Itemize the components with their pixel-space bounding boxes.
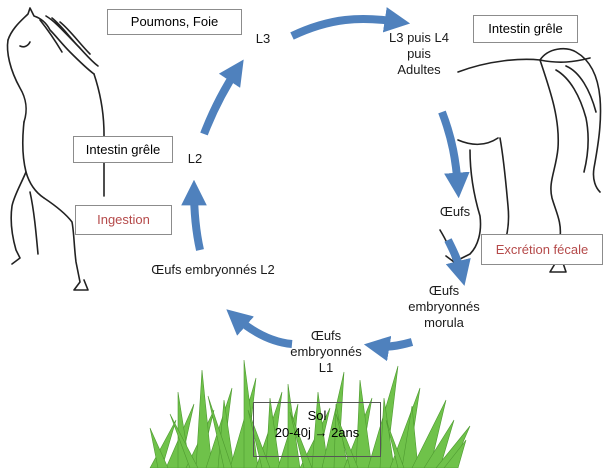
arrow-l2-to-l3 bbox=[204, 68, 238, 134]
box-sol: Sol 20-40j → 2ans bbox=[253, 402, 381, 457]
arrow-morula-to-l1 bbox=[374, 342, 412, 347]
label-oeufs-morula: Œufs embryonnés morula bbox=[402, 283, 486, 331]
label-morula-line2: embryonnés bbox=[402, 299, 486, 315]
label-oeufs: Œufs bbox=[430, 204, 480, 220]
label-morula-line3: morula bbox=[402, 315, 486, 331]
label-morula-line1: Œufs bbox=[402, 283, 486, 299]
label-l2: L2 bbox=[180, 151, 210, 167]
sol-duration: 20-40j → 2ans bbox=[254, 424, 380, 441]
label-oeufs-l1: Œufs embryonnés L1 bbox=[284, 328, 368, 376]
box-intestin-grele-left: Intestin grêle bbox=[73, 136, 173, 163]
arrow-adults-to-oeufs bbox=[442, 112, 458, 188]
arrow-l2-eggs-to-l2 bbox=[194, 190, 200, 250]
label-l3-l4-adults: L3 puis L4 puis Adultes bbox=[376, 30, 462, 78]
label-l3: L3 bbox=[248, 31, 278, 47]
arrow-oeufs-to-morula bbox=[448, 240, 462, 276]
label-l3-l4-line3: Adultes bbox=[376, 62, 462, 78]
box-intestin-grele-right: Intestin grêle bbox=[473, 15, 578, 43]
sol-title: Sol bbox=[254, 407, 380, 424]
label-oeufs-l2: Œufs embryonnés L2 bbox=[142, 262, 284, 278]
label-l1-line1: Œufs bbox=[284, 328, 368, 344]
label-l3-l4-line2: puis bbox=[376, 46, 462, 62]
label-l3-l4-line1: L3 puis L4 bbox=[376, 30, 462, 46]
box-ingestion: Ingestion bbox=[75, 205, 172, 235]
label-l1-line3: L1 bbox=[284, 360, 368, 376]
label-l1-line2: embryonnés bbox=[284, 344, 368, 360]
box-excretion-fecale: Excrétion fécale bbox=[481, 234, 603, 265]
box-poumons-foie: Poumons, Foie bbox=[107, 9, 242, 35]
